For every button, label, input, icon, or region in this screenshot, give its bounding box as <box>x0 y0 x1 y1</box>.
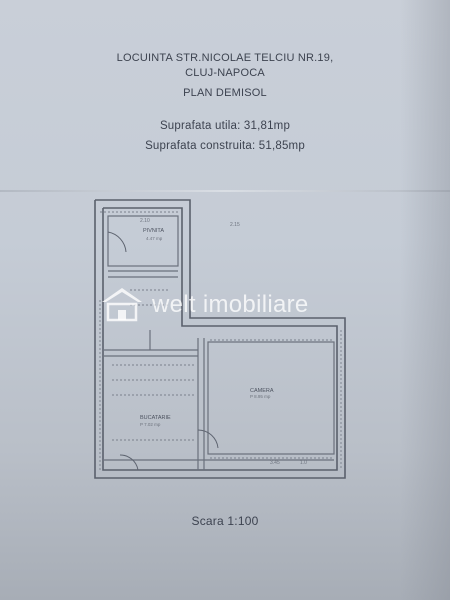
room-camera-label: CAMERA <box>250 388 274 394</box>
svg-text:2.15: 2.15 <box>230 222 240 228</box>
city-line: CLUJ-NAPOCA <box>185 67 265 79</box>
door-swings <box>107 231 219 471</box>
built-area: Suprafata construita: 51,85mp <box>145 140 305 152</box>
interior-walls <box>104 215 335 470</box>
svg-text:P 7.02 mp: P 7.02 mp <box>140 422 161 427</box>
room-bucatarie-label: BUCATARIE <box>140 415 171 421</box>
paper-fold <box>0 190 450 192</box>
scale-label: Scara 1:100 <box>191 514 259 528</box>
outer-walls <box>94 199 346 479</box>
svg-text:3.45: 3.45 <box>270 460 280 466</box>
svg-text:P 8.95 mp: P 8.95 mp <box>250 394 271 399</box>
svg-text:4.47 mp: 4.47 mp <box>146 236 163 241</box>
svg-text:1.0: 1.0 <box>300 460 307 466</box>
svg-text:2.10: 2.10 <box>140 218 150 224</box>
dimension-lines <box>99 211 342 470</box>
plan-title: PLAN DEMISOL <box>183 87 267 99</box>
paper-shadow <box>400 0 450 600</box>
watermark: welt imobiliare <box>152 291 309 318</box>
room-pivnita-label: PIVNITA <box>143 228 164 234</box>
address-line: LOCUINTA STR.NICOLAE TELCIU NR.19, <box>116 52 334 64</box>
dimension-labels: 2.10 2.15 3.45 1.0 P 7.02 mp 4.47 mp P 8… <box>140 218 307 466</box>
welt-logo-icon <box>102 288 142 322</box>
usable-area: Suprafata utila: 31,81mp <box>159 120 291 132</box>
